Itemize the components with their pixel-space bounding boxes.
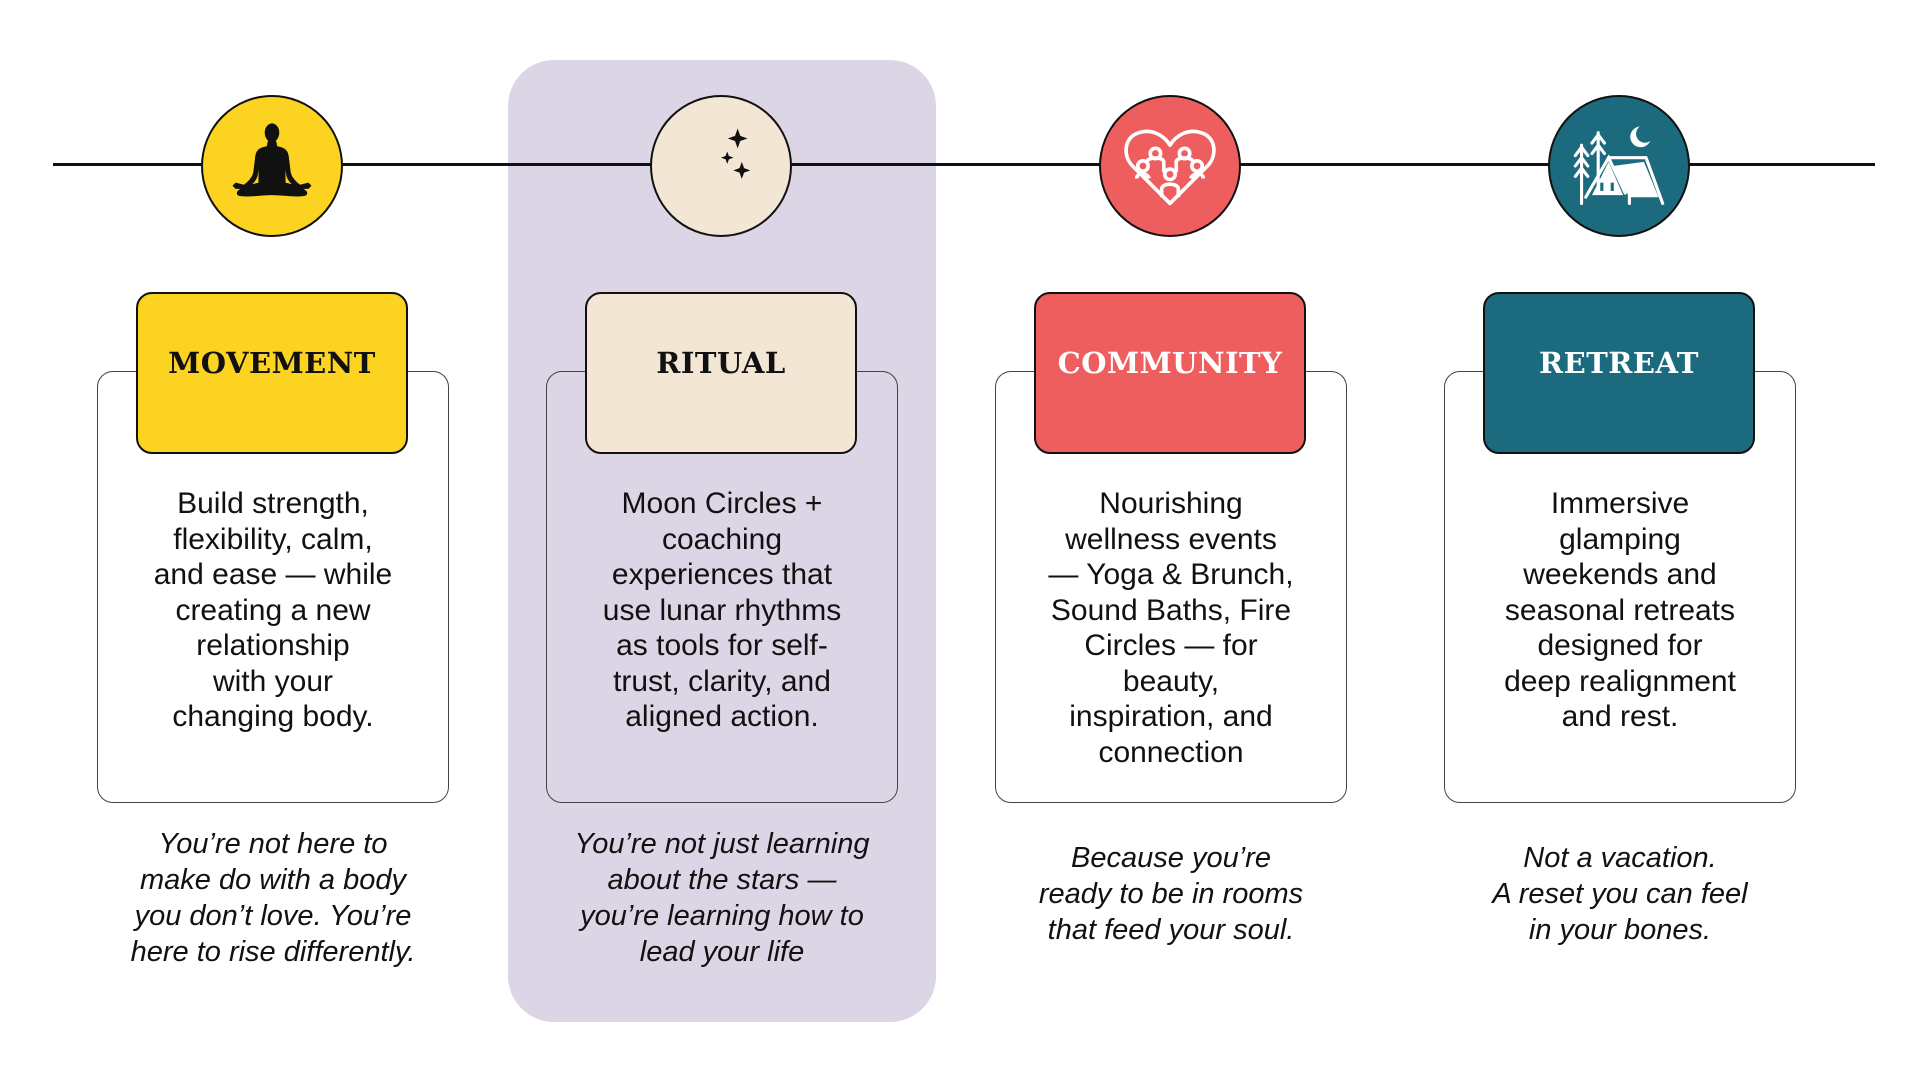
- movement-icon-circle: [201, 95, 343, 237]
- column-ritual: RITUAL Moon Circles + coaching experienc…: [546, 0, 898, 1080]
- tent-camping-icon: [1573, 126, 1665, 205]
- retreat-icon-circle: [1548, 95, 1690, 237]
- ritual-title-tag: RITUAL: [585, 292, 857, 454]
- community-title-tag: COMMUNITY: [1034, 292, 1306, 454]
- column-movement: MOVEMENT Build strength, flexibility, ca…: [97, 0, 449, 1080]
- moon-stars-icon: [698, 128, 751, 194]
- ritual-description: Moon Circles + coaching experiences that…: [602, 487, 842, 733]
- movement-title-tag: MOVEMENT: [136, 292, 408, 454]
- retreat-title-tag: RETREAT: [1483, 292, 1755, 454]
- column-retreat: RETREAT Immersive glamping weekends and …: [1444, 0, 1796, 1080]
- column-community: COMMUNITY Nourishing wellness events — Y…: [995, 0, 1347, 1080]
- meditation-pose-icon: [232, 123, 312, 197]
- retreat-quote: Not a vacation. A reset you can feel in …: [1492, 842, 1748, 946]
- timeline-line: [53, 163, 1875, 166]
- community-description: Nourishing wellness events — Yoga & Brun…: [1048, 487, 1294, 769]
- retreat-description: Immersive glamping weekends and seasonal…: [1504, 487, 1736, 733]
- ritual-icon-circle: [650, 95, 792, 237]
- movement-description: Build strength, flexibility, calm, and e…: [153, 487, 393, 733]
- movement-quote: You’re not here to make do with a body y…: [130, 828, 416, 968]
- ritual-quote: You’re not just learning about the stars…: [574, 828, 870, 968]
- heart-people-icon: [1124, 129, 1216, 206]
- community-title: COMMUNITY: [1057, 346, 1283, 380]
- community-icon-circle: [1099, 95, 1241, 237]
- retreat-title: RETREAT: [1539, 346, 1699, 380]
- community-quote: Because you’re ready to be in rooms that…: [1038, 842, 1304, 946]
- ritual-title: RITUAL: [656, 346, 786, 380]
- movement-title: MOVEMENT: [168, 346, 376, 380]
